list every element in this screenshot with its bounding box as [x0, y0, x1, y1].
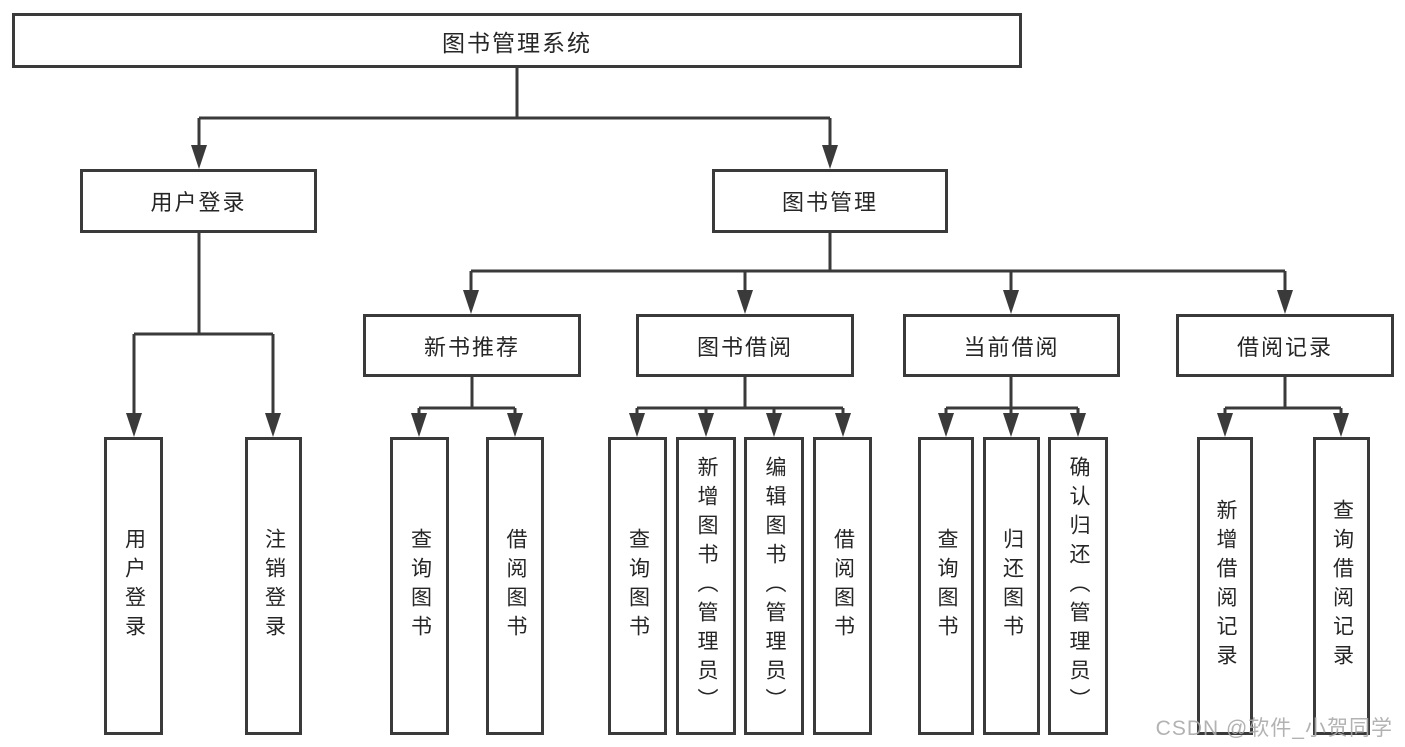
leaf-br-add-record: 新增借阅记录	[1197, 437, 1253, 735]
leaf-bb-edit-books-admin: 编辑图书（管理员）	[744, 437, 804, 735]
leaf-logout: 注销登录	[245, 437, 302, 735]
node-user-login-label: 用户登录	[150, 190, 247, 215]
leaf-cb-query-books: 查询图书	[918, 437, 974, 735]
leaf-bb-edit-books-admin-label: 编辑图书（管理员）	[763, 455, 786, 717]
leaf-nbr-borrow-books-label: 借阅图书	[504, 528, 527, 644]
node-current-borrowing: 当前借阅	[903, 314, 1120, 377]
leaf-nbr-query-books: 查询图书	[390, 437, 449, 735]
node-book-borrowing-label: 图书借阅	[696, 334, 793, 360]
leaf-nbr-query-books-label: 查询图书	[408, 528, 432, 644]
leaf-cb-confirm-return-admin-label: 确认归还（管理员）	[1067, 455, 1090, 717]
leaf-user-login-label: 用户登录	[122, 528, 146, 644]
leaf-br-query-record: 查询借阅记录	[1313, 437, 1370, 735]
node-root-label: 图书管理系统	[442, 29, 592, 56]
node-user-login: 用户登录	[80, 169, 317, 233]
csdn-watermark: CSDN @软件_小贺同学	[1155, 717, 1393, 740]
leaf-br-add-record-label: 新增借阅记录	[1214, 499, 1237, 673]
leaf-user-login: 用户登录	[104, 437, 163, 735]
leaf-cb-return-books: 归还图书	[983, 437, 1040, 735]
leaf-nbr-borrow-books: 借阅图书	[486, 437, 544, 735]
leaf-cb-confirm-return-admin: 确认归还（管理员）	[1048, 437, 1108, 735]
node-borrowing-records: 借阅记录	[1176, 314, 1394, 377]
leaf-bb-add-books-admin-label: 新增图书（管理员）	[695, 455, 718, 717]
node-root: 图书管理系统	[12, 13, 1022, 68]
node-new-book-recommendation-label: 新书推荐	[423, 334, 520, 360]
leaf-bb-borrow-books-label: 借阅图书	[831, 528, 855, 644]
leaf-bb-query-books: 查询图书	[608, 437, 667, 735]
leaf-cb-query-books-label: 查询图书	[935, 528, 958, 644]
node-book-management: 图书管理	[712, 169, 948, 233]
leaf-bb-add-books-admin: 新增图书（管理员）	[676, 437, 736, 735]
leaf-bb-query-books-label: 查询图书	[626, 528, 650, 644]
leaf-bb-borrow-books: 借阅图书	[813, 437, 872, 735]
leaf-logout-label: 注销登录	[262, 528, 286, 644]
node-borrowing-records-label: 借阅记录	[1236, 334, 1333, 360]
leaf-cb-return-books-label: 归还图书	[1000, 528, 1024, 644]
leaf-br-query-record-label: 查询借阅记录	[1330, 499, 1354, 673]
node-current-borrowing-label: 当前借阅	[963, 334, 1060, 360]
node-new-book-recommendation: 新书推荐	[363, 314, 581, 377]
node-book-borrowing: 图书借阅	[636, 314, 854, 377]
node-book-management-label: 图书管理	[781, 190, 878, 215]
